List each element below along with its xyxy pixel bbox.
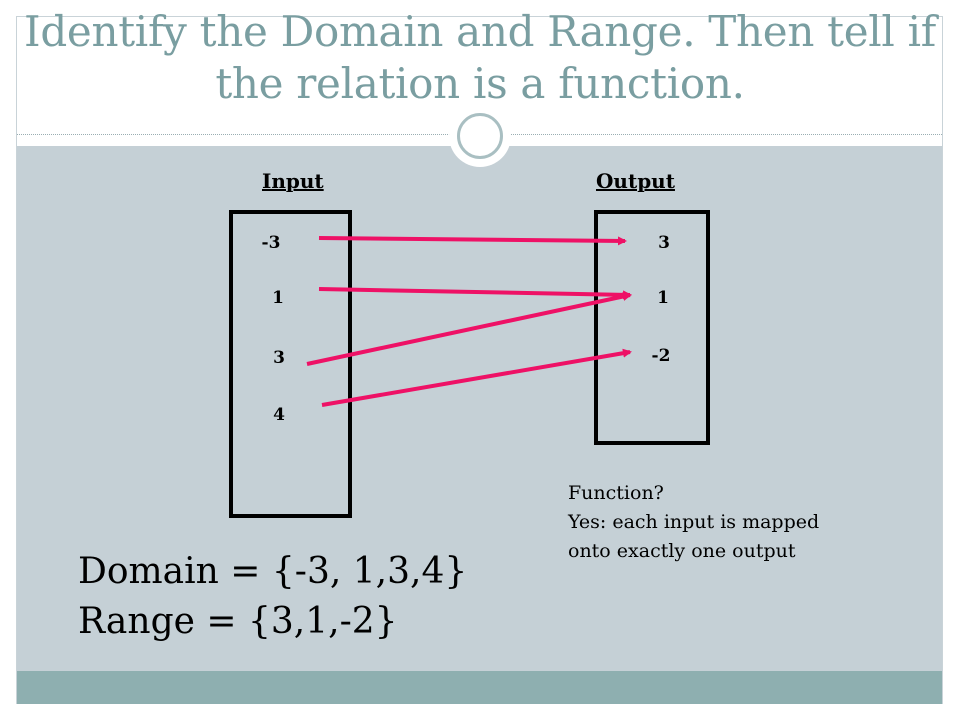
mapping-arrow <box>318 287 632 300</box>
output-box <box>594 210 710 445</box>
input-value: 4 <box>273 405 285 425</box>
output-header: Output <box>596 169 675 193</box>
content-area <box>17 146 942 671</box>
mapping-arrow <box>318 236 627 246</box>
domain-set: Domain = {-3, 1,3,4} <box>78 551 468 592</box>
mapping-arrow <box>306 292 632 366</box>
output-value: -2 <box>651 346 671 366</box>
range-set: Range = {3,1,-2} <box>78 601 398 642</box>
function-explanation-line1: Yes: each input is mapped <box>568 511 820 533</box>
input-value: -3 <box>261 233 281 253</box>
circle-ornament <box>449 105 511 167</box>
mapping-arrow <box>321 348 632 407</box>
input-value: 1 <box>272 288 284 308</box>
function-answer: Function? Yes: each input is mapped onto… <box>568 479 819 566</box>
input-value: 3 <box>273 348 285 368</box>
output-value: 3 <box>658 233 670 253</box>
domain-range: Domain = {-3, 1,3,4} Range = {3,1,-2} <box>78 547 467 647</box>
slide-title: Identify the Domain and Range. Then tell… <box>24 7 936 108</box>
function-explanation-line2: onto exactly one output <box>568 540 796 562</box>
output-value: 1 <box>657 288 669 308</box>
input-box <box>229 210 352 518</box>
footer-band <box>17 671 942 704</box>
input-header: Input <box>262 169 324 193</box>
function-question: Function? <box>568 482 664 504</box>
circle-ornament-ring <box>457 113 503 159</box>
